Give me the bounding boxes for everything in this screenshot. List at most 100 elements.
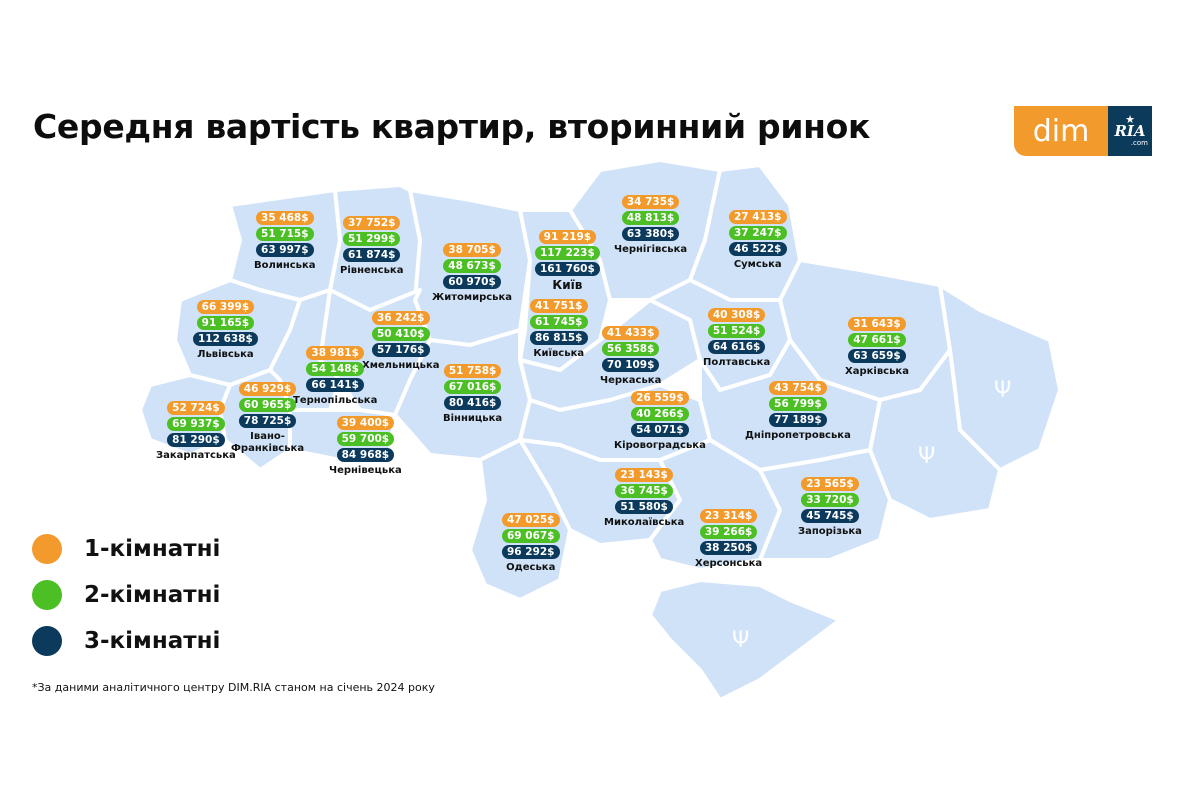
- price-3-room: 64 616$: [707, 340, 766, 354]
- price-3-room: 112 638$: [193, 332, 258, 346]
- price-1-room: 91 219$: [538, 230, 597, 244]
- legend-item-2-room: 2-кімнатні: [32, 572, 220, 618]
- price-3-room: 61 874$: [342, 248, 401, 262]
- price-2-room: 56 358$: [601, 342, 660, 356]
- price-1-room: 23 565$: [801, 477, 859, 491]
- price-3-room: 81 290$: [167, 433, 225, 447]
- price-3-room: 57 176$: [372, 343, 430, 357]
- region-vinnytsia: 51 758$ 67 016$ 80 416$ Вінницька: [443, 364, 502, 425]
- region-name: Київська: [533, 348, 585, 359]
- price-1-room: 39 400$: [336, 416, 395, 430]
- region-zhytomyr: 38 705$ 48 673$ 60 970$ Житомирська: [432, 243, 512, 304]
- price-1-room: 43 754$: [769, 381, 827, 395]
- price-1-room: 23 314$: [699, 509, 758, 523]
- legend-dot-navy-icon: [32, 626, 62, 656]
- legend-item-1-room: 1-кімнатні: [32, 526, 220, 572]
- price-2-room: 60 965$: [238, 398, 297, 412]
- region-name: Житомирська: [432, 292, 513, 303]
- price-3-room: 45 745$: [801, 509, 859, 523]
- region-name: Полтавська: [703, 357, 771, 368]
- price-1-room: 52 724$: [167, 401, 225, 415]
- price-1-room: 38 705$: [443, 243, 501, 257]
- price-2-room: 54 148$: [306, 362, 364, 376]
- region-volyn: 35 468$ 51 715$ 63 997$ Волинська: [254, 211, 316, 272]
- region-name: Кіровоградська: [614, 440, 706, 451]
- price-3-room: 38 250$: [699, 541, 758, 555]
- region-zaporizhzhia: 23 565$ 33 720$ 45 745$ Запорізька: [798, 477, 862, 538]
- legend-label: 3-кімнатні: [84, 628, 221, 654]
- price-1-room: 41 751$: [530, 299, 588, 313]
- region-kyivska: 41 751$ 61 745$ 86 815$ Київська: [530, 299, 588, 360]
- price-2-room: 69 067$: [502, 529, 560, 543]
- price-3-room: 63 659$: [848, 349, 906, 363]
- price-2-room: 117 223$: [535, 246, 600, 260]
- price-1-room: 47 025$: [502, 513, 560, 527]
- price-2-room: 36 745$: [615, 484, 673, 498]
- price-3-room: 78 725$: [238, 414, 297, 428]
- region-name: Дніпропетровська: [745, 430, 851, 441]
- region-name: Хмельницька: [362, 360, 440, 371]
- price-1-room: 38 981$: [306, 346, 364, 360]
- region-name: Вінницька: [443, 413, 503, 424]
- trident-icon: Ψ: [918, 444, 936, 469]
- region-khmelnytskyi: 36 242$ 50 410$ 57 176$ Хмельницька: [362, 311, 440, 372]
- region-poltava: 40 308$ 51 524$ 64 616$ Полтавська: [703, 308, 770, 369]
- source-footnote: *За даними аналітичного центру DIM.RIA с…: [32, 681, 435, 694]
- legend-item-3-room: 3-кімнатні: [32, 618, 220, 664]
- price-1-room: 31 643$: [848, 317, 906, 331]
- price-1-room: 35 468$: [256, 211, 314, 225]
- price-3-room: 63 997$: [256, 243, 314, 257]
- region-name: Рівненська: [340, 265, 404, 276]
- price-2-room: 50 410$: [372, 327, 430, 341]
- region-chernivtsi: 39 400$ 59 700$ 84 968$ Чернівецька: [329, 416, 402, 477]
- price-3-room: 70 109$: [601, 358, 660, 372]
- price-2-room: 61 745$: [530, 315, 588, 329]
- region-name: Херсонська: [695, 558, 763, 569]
- legend-label: 1-кімнатні: [84, 536, 221, 562]
- price-2-room: 48 673$: [443, 259, 501, 273]
- region-cherkasy: 41 433$ 56 358$ 70 109$ Черкаська: [600, 326, 661, 387]
- logo-dim: dim: [1014, 106, 1108, 156]
- price-2-room: 47 661$: [848, 333, 906, 347]
- region-name: Харківська: [845, 366, 909, 377]
- region-name: Закарпатська: [156, 450, 236, 461]
- region-name: Черкаська: [600, 375, 662, 386]
- price-2-room: 91 165$: [196, 316, 255, 330]
- region-name: Одеська: [506, 562, 556, 573]
- price-2-room: 51 715$: [256, 227, 314, 241]
- price-2-room: 40 266$: [631, 407, 689, 421]
- region-name: Київ: [552, 278, 583, 292]
- region-kyiv-city: 91 219$ 117 223$ 161 760$ Київ: [535, 230, 600, 291]
- logo-ria-text: RIA: [1114, 122, 1146, 140]
- region-name: Волинська: [254, 260, 316, 271]
- price-2-room: 67 016$: [443, 380, 502, 394]
- region-mykolaiv: 23 143$ 36 745$ 51 580$ Миколаївська: [604, 468, 684, 529]
- price-1-room: 40 308$: [707, 308, 766, 322]
- region-rivne: 37 752$ 51 299$ 61 874$ Рівненська: [340, 216, 403, 277]
- price-1-room: 23 143$: [615, 468, 673, 482]
- region-name: Чернівецька: [329, 465, 402, 476]
- price-2-room: 37 247$: [729, 226, 787, 240]
- price-3-room: 96 292$: [502, 545, 560, 559]
- region-dnipro: 43 754$ 56 799$ 77 189$ Дніпропетровська: [745, 381, 851, 442]
- price-1-room: 41 433$: [601, 326, 660, 340]
- region-shape-crimea: [648, 578, 842, 702]
- legend-label: 2-кімнатні: [84, 582, 221, 608]
- price-1-room: 46 929$: [238, 382, 297, 396]
- trident-icon: Ψ: [994, 378, 1012, 403]
- price-3-room: 84 968$: [336, 448, 395, 462]
- region-lviv: 66 399$ 91 165$ 112 638$ Львівська: [193, 300, 258, 361]
- region-sumy: 27 413$ 37 247$ 46 522$ Сумська: [729, 210, 787, 271]
- price-3-room: 51 580$: [615, 500, 673, 514]
- price-3-room: 46 522$: [729, 242, 787, 256]
- region-name: Чернігівська: [614, 244, 688, 255]
- trident-icon: Ψ: [732, 628, 750, 653]
- price-2-room: 33 720$: [801, 493, 859, 507]
- price-2-room: 48 813$: [621, 211, 680, 225]
- region-odesa: 47 025$ 69 067$ 96 292$ Одеська: [502, 513, 560, 574]
- region-name: Сумська: [733, 259, 782, 270]
- region-ivano-frankivsk: 46 929$ 60 965$ 78 725$ Івано- Франківсь…: [231, 382, 304, 455]
- page-title: Середня вартість квартир, вторинний рино…: [33, 107, 871, 146]
- price-2-room: 56 799$: [769, 397, 827, 411]
- region-ternopil: 38 981$ 54 148$ 66 141$ Тернопільська: [293, 346, 377, 407]
